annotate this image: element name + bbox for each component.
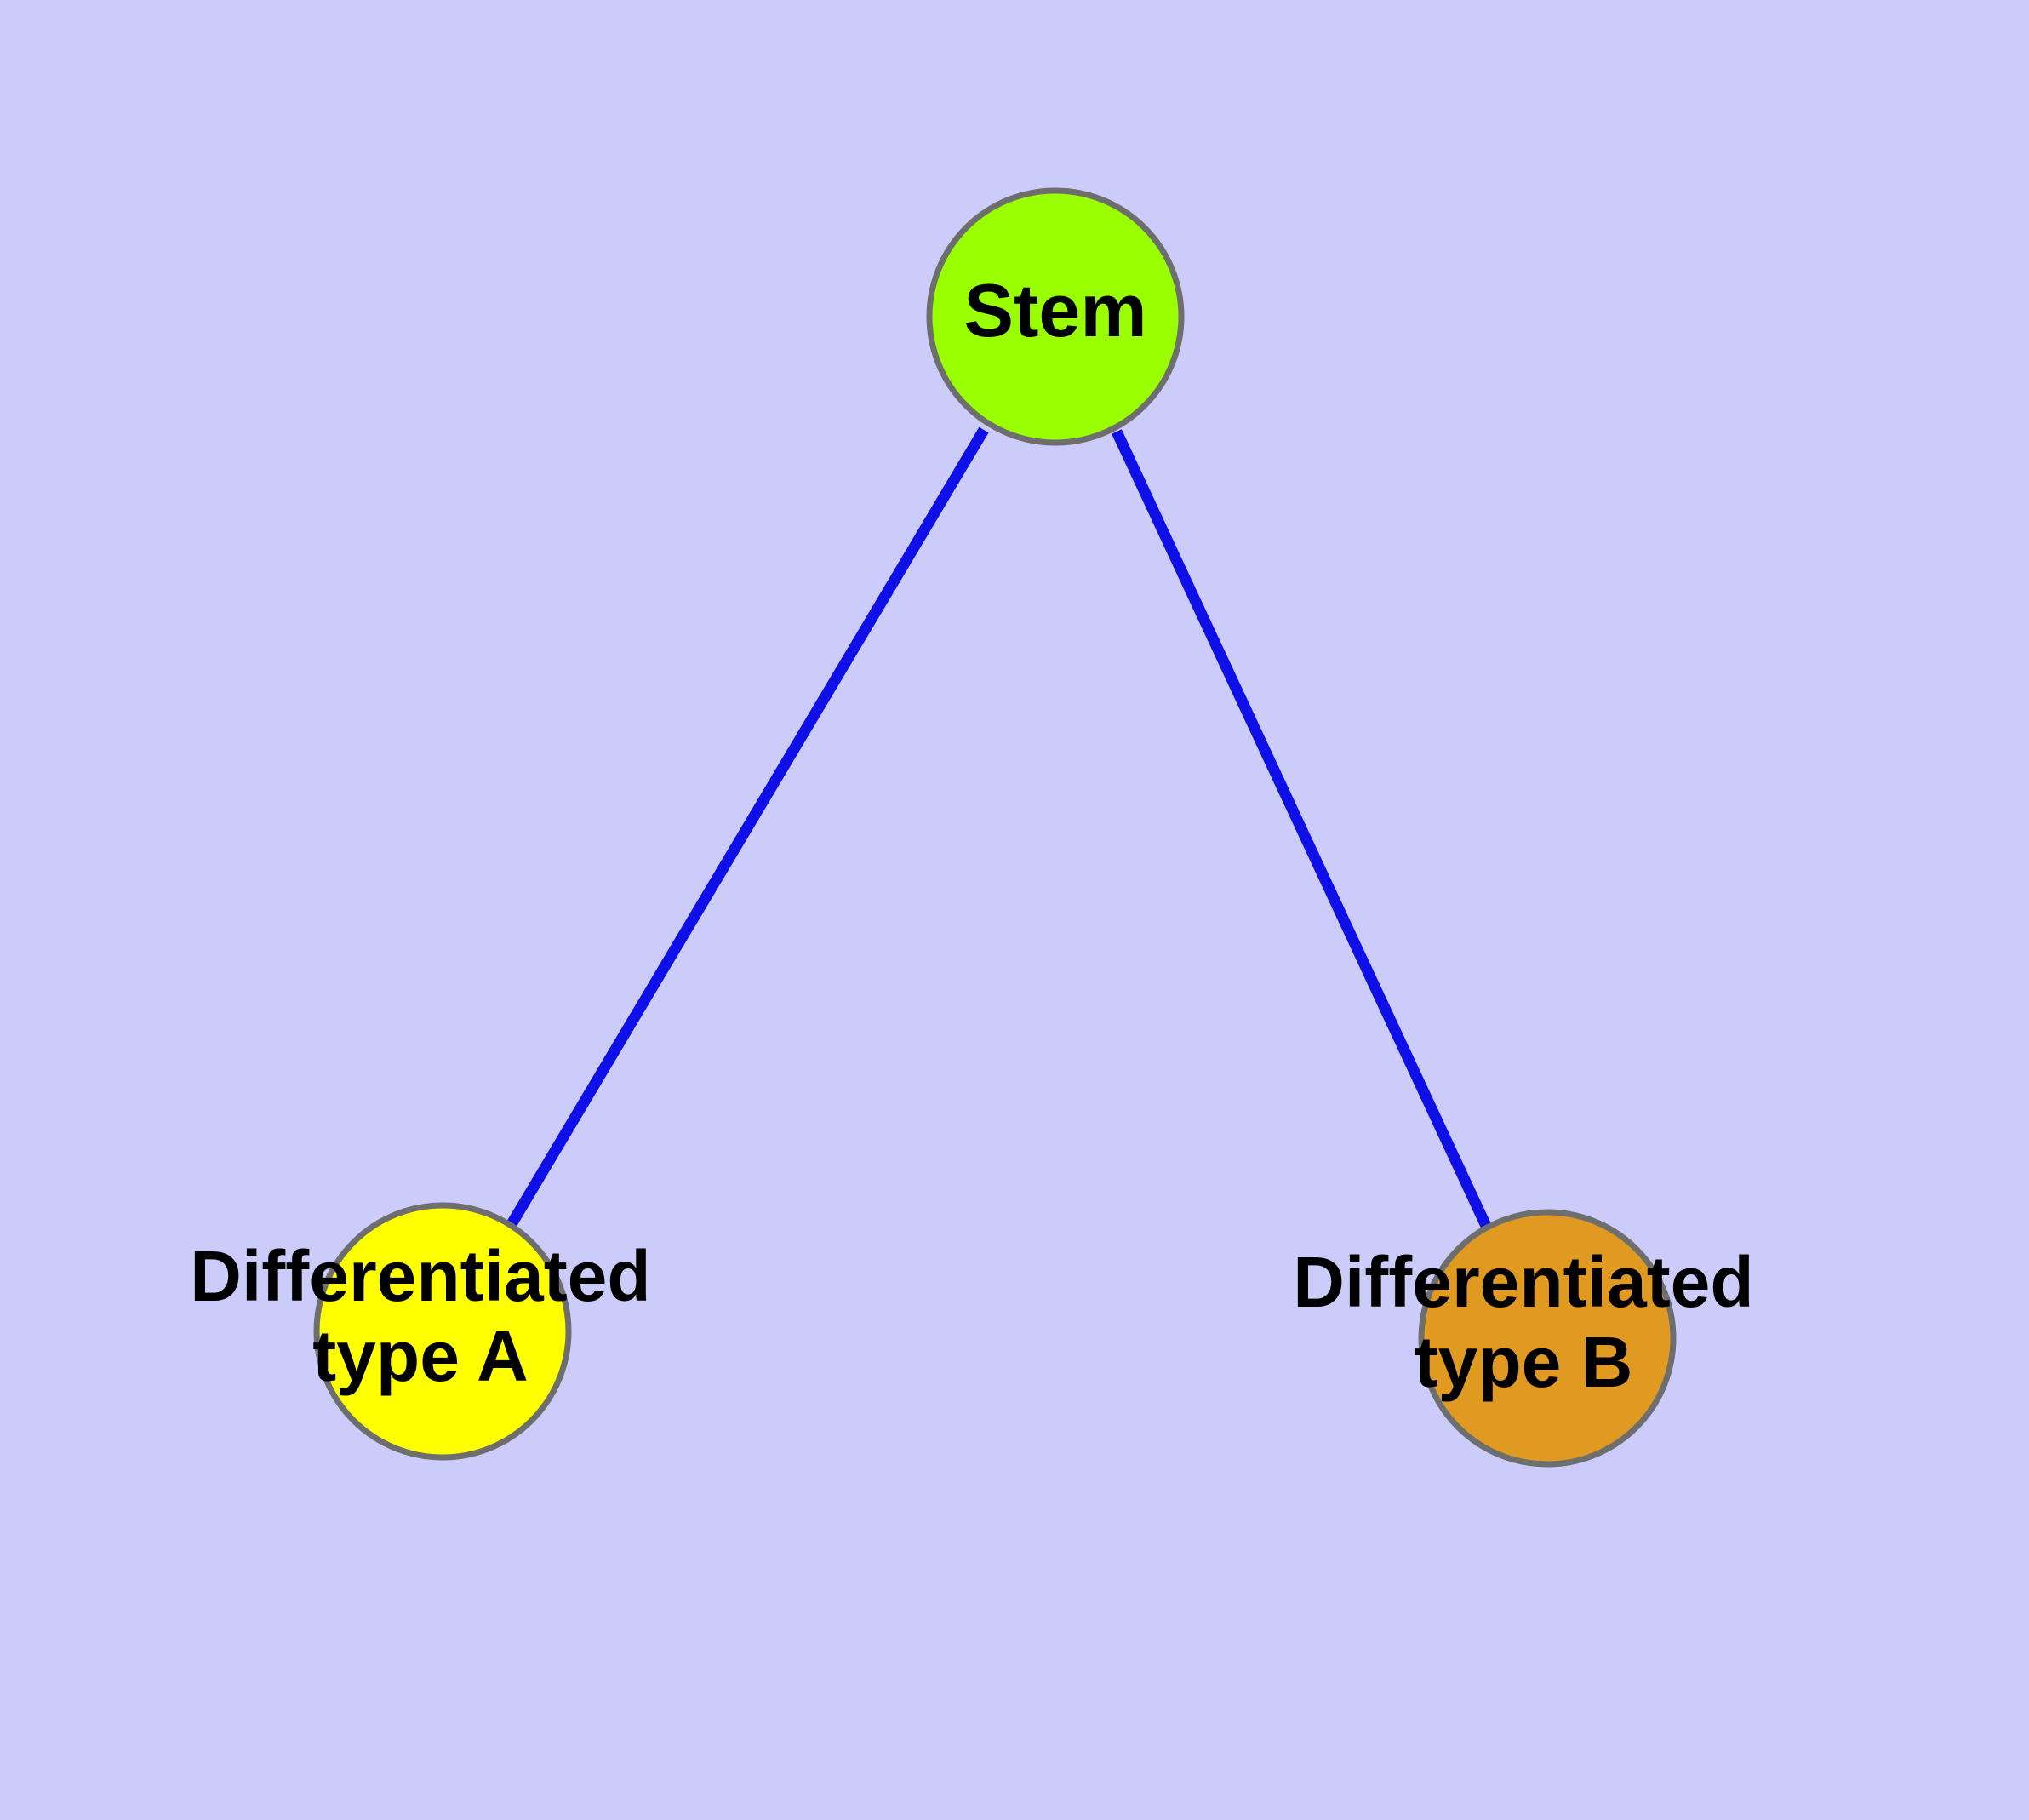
node-stem[interactable]	[926, 187, 1185, 446]
node-label-line: type B	[1415, 1322, 1633, 1402]
node-diff_b[interactable]	[1418, 1209, 1677, 1468]
node-diff_a[interactable]	[313, 1202, 572, 1461]
edges-layer	[506, 426, 1491, 1228]
node-label-line: Differentiated	[190, 1236, 650, 1316]
node-label-line: type A	[312, 1316, 529, 1396]
node-label-stem: Stem	[963, 268, 1146, 352]
edge-stem-to-diff-a[interactable]	[506, 426, 989, 1228]
edge-stem-to-diff-b[interactable]	[1112, 429, 1491, 1228]
node-label-line: Differentiated	[1293, 1242, 1753, 1322]
node-label-line: Stem	[963, 268, 1146, 352]
nodes-layer	[313, 187, 1677, 1468]
